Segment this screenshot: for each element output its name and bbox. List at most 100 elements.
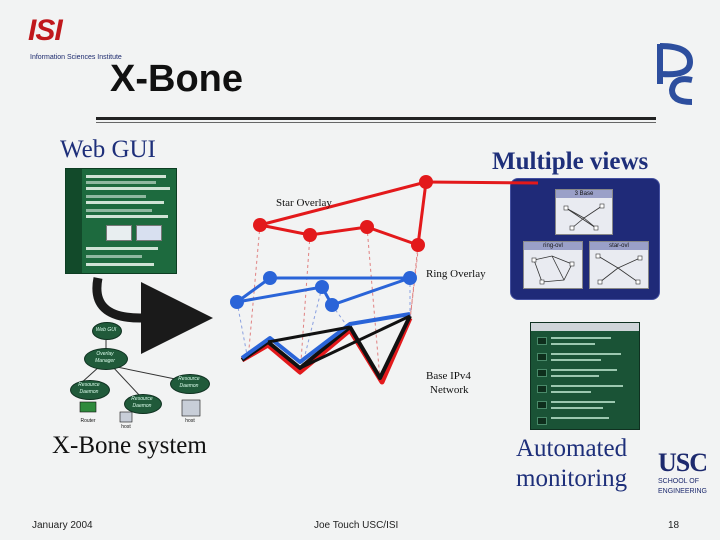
star-overlay-label: Star Overlay bbox=[276, 197, 332, 209]
monitoring-row bbox=[551, 369, 617, 371]
web-gui-line bbox=[86, 215, 168, 218]
pc-logo bbox=[657, 43, 694, 105]
star-node bbox=[253, 218, 267, 232]
automated-monitoring-label: Automated monitoring bbox=[516, 434, 627, 494]
usc-logo-mark: USC bbox=[658, 448, 708, 477]
drop-line bbox=[299, 234, 311, 376]
web-gui-bubble bbox=[92, 322, 122, 340]
ring-node bbox=[230, 295, 244, 309]
title-rule bbox=[96, 117, 656, 120]
isi-logo-subtitle: Information Sciences Institute bbox=[30, 54, 122, 61]
web-gui-line bbox=[86, 175, 166, 178]
usc-logo-sub2: ENGINEERING bbox=[658, 488, 708, 495]
web-gui-bubble-label: Web GUI bbox=[95, 327, 117, 333]
resource-daemon-bubble bbox=[70, 380, 110, 400]
view-window-title: ring-ovl bbox=[524, 242, 582, 250]
host-icon bbox=[119, 411, 133, 423]
resource-daemon-bubble bbox=[124, 394, 162, 414]
base-network-label-line1: Base IPv4 bbox=[426, 370, 471, 382]
monitoring-row bbox=[551, 385, 623, 387]
web-gui-line bbox=[86, 263, 154, 266]
monitoring-row bbox=[551, 401, 615, 403]
drop-line bbox=[366, 226, 381, 381]
monitoring-icon bbox=[537, 337, 547, 345]
web-gui-line bbox=[86, 255, 142, 258]
monitoring-row bbox=[551, 353, 621, 355]
resource-daemon-label-line2: Daemon bbox=[79, 389, 99, 395]
title-rule-thin bbox=[96, 122, 656, 123]
automated-monitoring-line2: monitoring bbox=[516, 465, 628, 492]
star-node bbox=[411, 238, 425, 252]
view-window-star: star-ovl bbox=[589, 241, 649, 289]
resource-daemon-label-line1: Resource bbox=[78, 382, 100, 388]
drop-line bbox=[409, 181, 427, 321]
automated-monitoring-line1: Automated bbox=[516, 435, 628, 462]
view-window-base: 3 Base bbox=[555, 189, 613, 235]
base-network-label-line2: Network bbox=[430, 384, 469, 396]
router-label: Router bbox=[80, 418, 96, 424]
web-gui-label: Web GUI bbox=[60, 136, 156, 163]
monitoring-icon bbox=[537, 369, 547, 377]
drop-line bbox=[236, 301, 249, 361]
drop-line bbox=[247, 224, 261, 361]
web-gui-screenshot bbox=[65, 168, 177, 274]
resource-daemon-bubble bbox=[170, 374, 210, 394]
ring-node bbox=[403, 271, 417, 285]
monitoring-icon bbox=[537, 417, 547, 425]
xbone-system-label: X-Bone system bbox=[52, 432, 207, 459]
view-graph bbox=[563, 203, 605, 231]
overlay-manager-bubble bbox=[84, 348, 128, 370]
monitoring-row bbox=[551, 343, 595, 345]
view-window-title: 3 Base bbox=[556, 190, 612, 198]
overlay-manager-label-line2: Manager bbox=[95, 358, 115, 364]
monitoring-header bbox=[531, 323, 639, 331]
web-gui-box bbox=[136, 225, 162, 241]
ring-overlay-label: Ring Overlay bbox=[426, 268, 486, 280]
multiple-views-label: Multiple views bbox=[492, 148, 649, 175]
footer-page-number: 18 bbox=[668, 520, 680, 531]
isi-logo: ISI Information Sciences Institute bbox=[28, 14, 122, 64]
monitoring-row bbox=[551, 337, 611, 339]
footer-author: Joe Touch USC/ISI bbox=[314, 520, 399, 531]
star-node bbox=[303, 228, 317, 242]
web-gui-line bbox=[86, 209, 152, 212]
monitoring-row bbox=[551, 375, 599, 377]
view-window-title: star-ovl bbox=[590, 242, 648, 250]
view-graph bbox=[531, 255, 575, 285]
monitoring-icon bbox=[537, 353, 547, 361]
resource-daemon-label-line1: Resource bbox=[131, 396, 153, 402]
web-gui-line bbox=[86, 187, 170, 190]
base-network bbox=[240, 312, 413, 385]
ring-node bbox=[263, 271, 277, 285]
pc-logo-p bbox=[657, 43, 694, 84]
monitoring-row bbox=[551, 391, 591, 393]
monitoring-row bbox=[551, 417, 609, 419]
multiple-views-panel: 3 Base ring-ovl bbox=[510, 178, 660, 300]
gui-to-network-arrow bbox=[92, 277, 213, 354]
star-node bbox=[360, 220, 374, 234]
monitoring-row bbox=[551, 407, 603, 409]
resource-daemon-label-line2: Daemon bbox=[132, 403, 152, 409]
resource-daemon-label-line2: Daemon bbox=[179, 383, 199, 389]
star-overlay bbox=[259, 180, 539, 247]
footer-date: January 2004 bbox=[32, 520, 93, 531]
host-label: host bbox=[185, 418, 195, 424]
pc-logo-c bbox=[668, 76, 693, 105]
monitoring-icon bbox=[537, 401, 547, 409]
slide-title: X-Bone bbox=[110, 58, 243, 100]
usc-logo: USC SCHOOL OF ENGINEERING bbox=[658, 448, 708, 498]
web-gui-line bbox=[86, 201, 164, 204]
resource-daemon-label-line1: Resource bbox=[178, 376, 200, 382]
web-gui-line bbox=[86, 181, 156, 184]
host-label: host bbox=[121, 424, 131, 430]
web-gui-line bbox=[86, 195, 146, 198]
usc-logo-sub1: SCHOOL OF bbox=[658, 478, 699, 485]
star-node bbox=[419, 175, 433, 189]
host-icon bbox=[181, 399, 201, 417]
web-gui-sidebar bbox=[66, 169, 82, 273]
web-gui-box bbox=[106, 225, 132, 241]
view-graph bbox=[595, 253, 643, 285]
monitoring-screenshot bbox=[530, 322, 640, 430]
overlay-manager-label-line1: Overlay bbox=[96, 351, 114, 357]
